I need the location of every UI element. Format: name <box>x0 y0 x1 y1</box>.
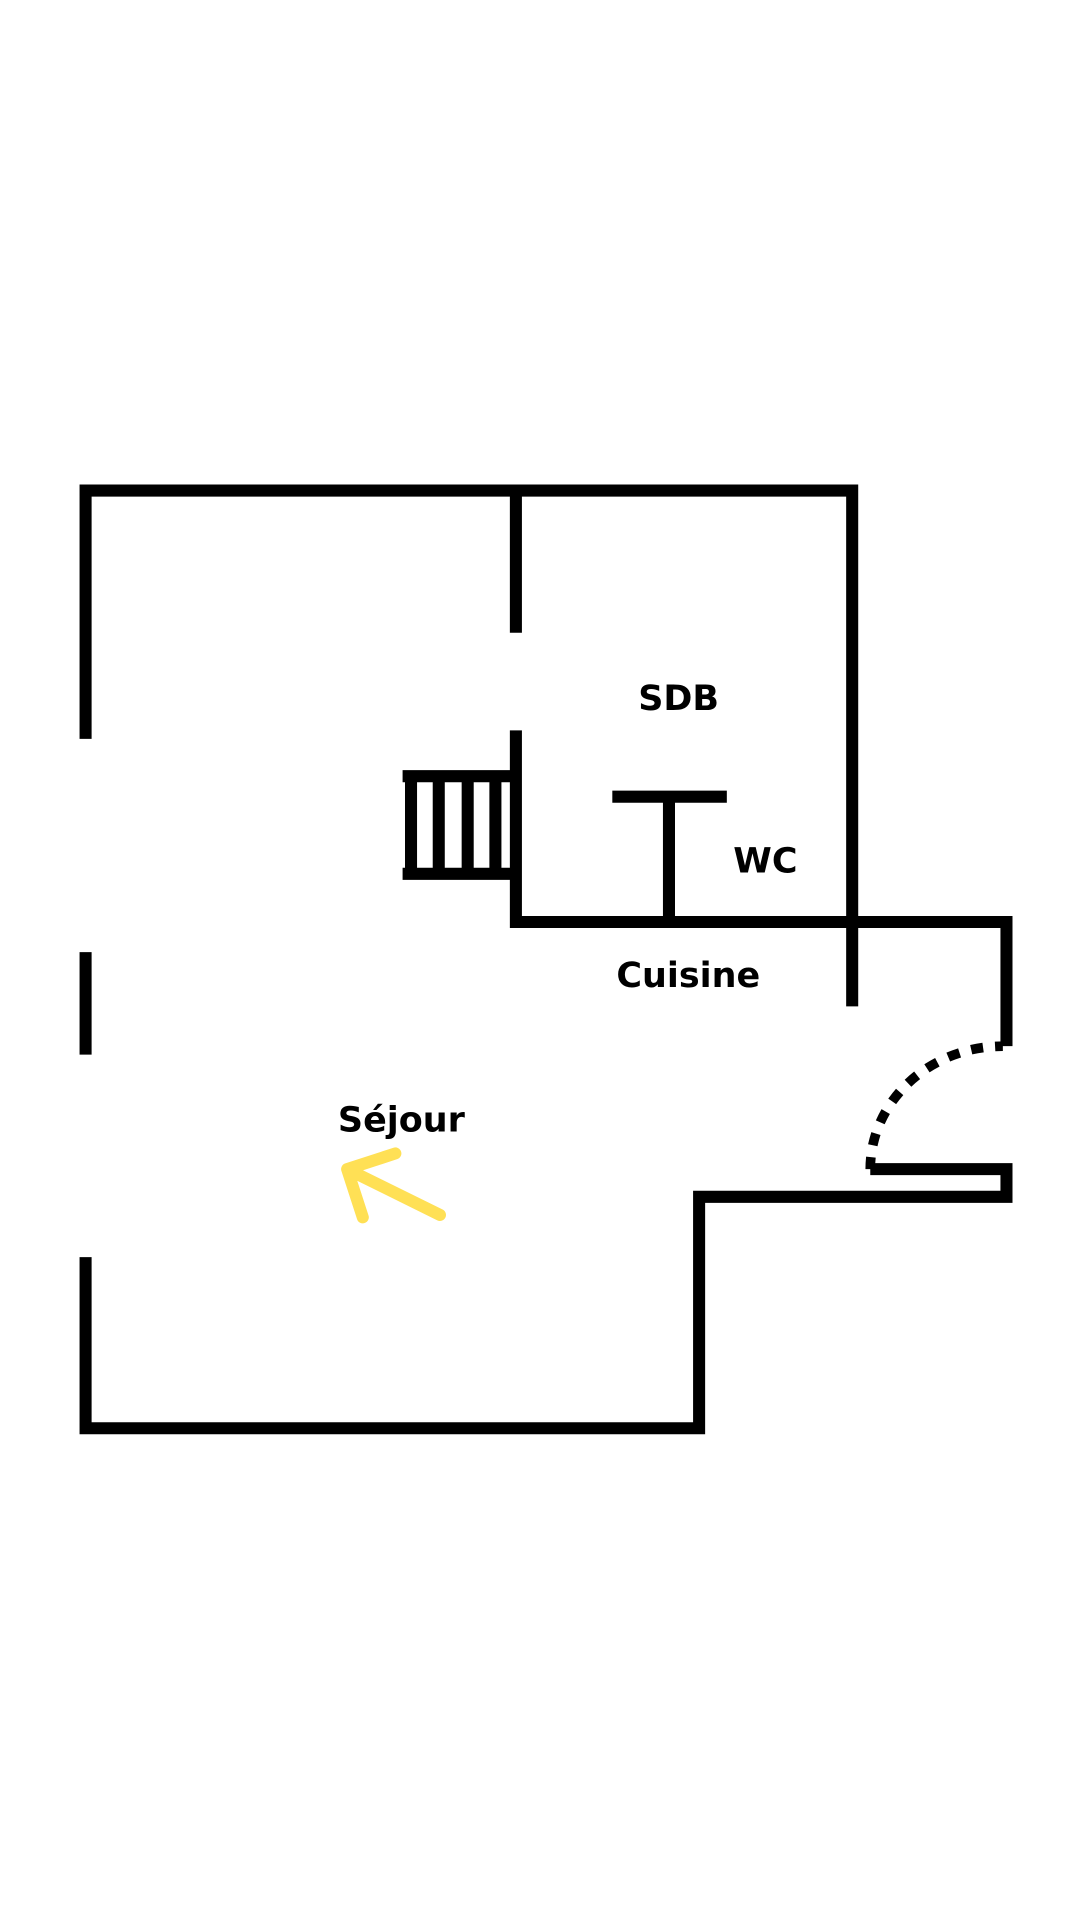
room-label-wc: WC <box>733 842 797 882</box>
right-wall <box>509 730 1013 1047</box>
outer-wall-bottom <box>79 1163 1013 1435</box>
wc-partition <box>612 790 727 923</box>
room-label-sdb: SDB <box>638 679 719 719</box>
outer-wall-top-left <box>79 484 859 1007</box>
direction-arrow <box>341 1147 446 1224</box>
door-swing-arc <box>865 1041 1003 1170</box>
room-label-cuisine: Cuisine <box>616 956 760 996</box>
room-label-sejour: Séjour <box>338 1101 466 1141</box>
stairs <box>402 770 516 880</box>
walls <box>79 484 1013 1435</box>
